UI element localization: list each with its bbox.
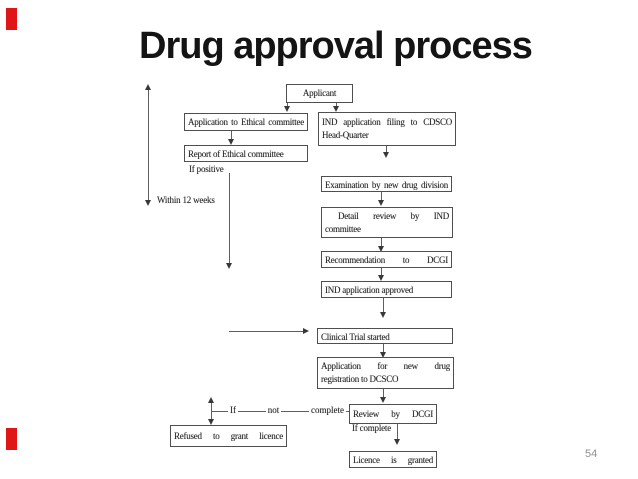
arrowhead-down	[208, 419, 214, 425]
connector-to-clinical-trial	[229, 331, 303, 332]
label-word: complete	[308, 404, 346, 416]
arrowhead-up	[145, 84, 151, 90]
node-label: Report of Ethical committee	[188, 149, 284, 159]
node-label: Clinical Trial started	[321, 332, 390, 342]
arrowhead-down	[380, 312, 386, 318]
arrowhead-down	[394, 439, 400, 445]
node-label-line2: registration to DCSCO	[321, 374, 399, 384]
connector-if-complete-down	[397, 423, 398, 439]
node-label: Recommendation to DCGI	[325, 255, 448, 265]
label-within-12-weeks: Within 12 weeks	[157, 195, 215, 205]
node-examination-new-drug-division: Examination by new drug division	[321, 176, 452, 192]
node-label: Refused to grant licence	[174, 431, 283, 441]
label-word: If	[228, 404, 238, 416]
node-ind-filing-cdsco: IND application filing to CDSCO Head-Qua…	[318, 112, 456, 146]
arrowhead-down	[378, 200, 384, 206]
connector-recommendation-to-approved	[381, 268, 382, 275]
node-application-registration-dcsco: Application for new drug registration to…	[317, 357, 454, 389]
slide-title: Drug approval process	[139, 25, 533, 67]
node-application-to-ethical-committee: Application to Ethical committee	[184, 113, 308, 131]
connector-clinical-to-registration	[383, 344, 384, 352]
node-label-line2: committee	[325, 224, 361, 234]
node-licence-is-granted: Licence is granted	[349, 451, 437, 468]
connector-to-refused	[211, 403, 212, 419]
arrowhead-down	[380, 352, 386, 358]
node-applicant: Applicant	[286, 84, 353, 103]
arrowhead-down	[145, 200, 151, 206]
node-label: Licence is granted	[353, 455, 433, 465]
arrowhead-down	[378, 275, 384, 281]
connector-within-12-weeks-span	[148, 90, 149, 200]
arrowhead-down	[383, 152, 389, 158]
node-detail-review-ind-committee: Detail review by IND committee	[321, 207, 453, 238]
arrowhead-down	[378, 246, 384, 252]
arrowhead-up	[208, 397, 214, 403]
node-label: Applicant	[302, 88, 337, 98]
arrowhead-down	[228, 139, 234, 145]
label-if-not-complete: If not complete	[228, 404, 346, 416]
label-word: not	[265, 404, 282, 416]
arrowhead-down	[226, 263, 232, 269]
node-label: Application to Ethical committee	[188, 117, 304, 127]
node-clinical-trial-started: Clinical Trial started	[317, 328, 453, 344]
arrowhead-down	[284, 106, 290, 112]
connector-registration-to-review	[383, 389, 384, 397]
slide-page-number: 54	[585, 448, 598, 460]
node-label: Review by DCGI	[353, 409, 433, 419]
node-ind-application-approved: IND application approved	[321, 281, 452, 298]
connector-approved-down	[383, 298, 384, 312]
node-label-line1: Detail review by IND	[338, 211, 449, 221]
node-label-line2: Head-Quarter	[322, 130, 369, 140]
connector-examination-to-detail	[381, 192, 382, 200]
node-label-line1: Application for new drug	[321, 361, 450, 371]
node-report-of-ethical-committee: Report of Ethical committee	[184, 145, 308, 162]
arrowhead-down	[380, 397, 386, 403]
red-accent-bar-top	[6, 8, 17, 30]
node-label-line1: IND application filing to CDSCO	[322, 117, 452, 127]
node-review-by-dcgi: Review by DCGI	[349, 404, 437, 424]
connector-detail-to-recommendation	[381, 238, 382, 246]
node-recommendation-to-dcgi: Recommendation to DCGI	[321, 251, 452, 268]
node-refused-to-grant-licence: Refused to grant licence	[170, 425, 287, 447]
label-if-complete: If complete	[352, 423, 392, 433]
label-if-positive: If positive	[189, 164, 224, 174]
red-accent-bar-bottom	[6, 428, 17, 450]
arrowhead-right	[303, 328, 309, 334]
connector-ethical-to-report	[231, 131, 232, 139]
connector-applicant-to-ethical	[287, 100, 288, 106]
node-label: IND application approved	[325, 285, 413, 295]
connector-if-positive-down	[229, 173, 230, 263]
node-label: Examination by new drug division	[325, 180, 448, 190]
connector-applicant-to-ind-filing	[336, 100, 337, 106]
arrowhead-down	[333, 106, 339, 112]
